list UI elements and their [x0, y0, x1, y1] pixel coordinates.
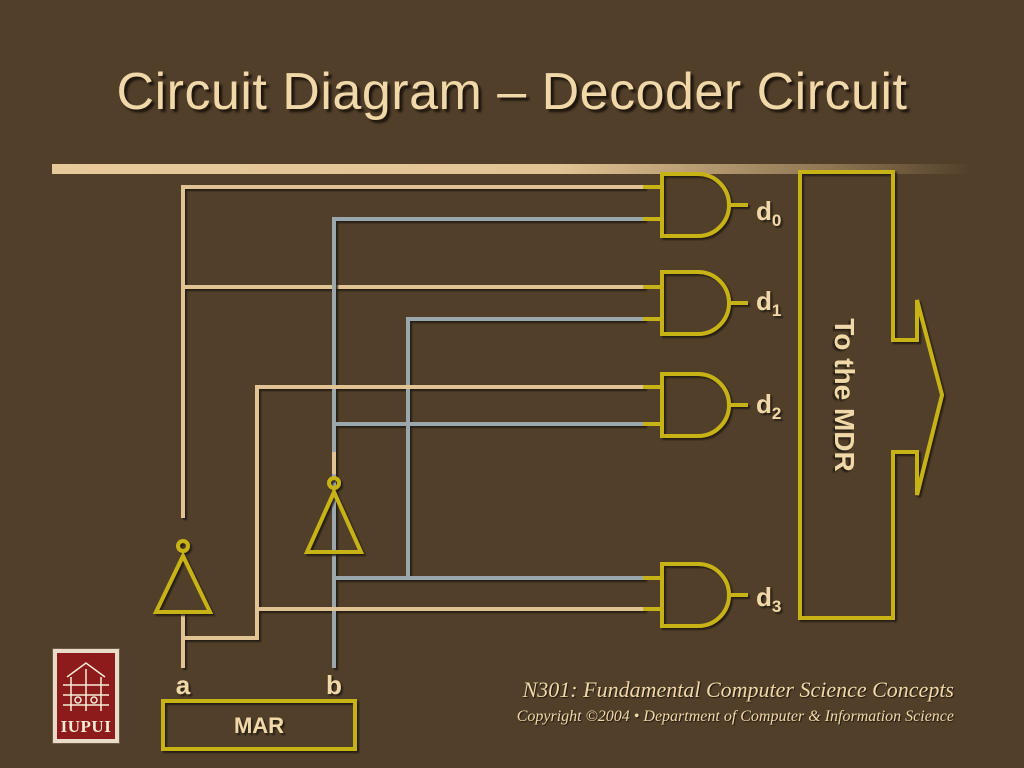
not-gate-a: [152, 539, 214, 614]
mar-register-box: [161, 699, 357, 751]
iupui-logo: IUPUI: [52, 648, 120, 744]
input-label-a: a: [176, 670, 191, 700]
output-label-d2: d2: [756, 389, 781, 423]
output-label-d3: d3: [756, 582, 781, 616]
gate-input-pins: [643, 185, 662, 611]
and-gate-d3: [660, 562, 731, 628]
slide-title: Circuit Diagram – Decoder Circuit: [116, 63, 908, 121]
gate-output-wires: [729, 203, 748, 597]
title-rule: [52, 164, 972, 174]
mdr-bus-arrow: [798, 170, 945, 620]
and-gate-d0: [660, 172, 731, 238]
wires-input-a: [181, 185, 645, 668]
and-gate-d1: [660, 270, 731, 336]
wire-b-inverted: [332, 317, 645, 580]
mdr-label: To the MDR: [829, 318, 860, 471]
wire-b-direct: [332, 217, 645, 668]
mar-label: MAR: [234, 713, 284, 738]
footer-course: N301: Fundamental Computer Science Conce…: [522, 677, 954, 702]
wires-input-b: [332, 217, 645, 668]
footer-copyright: Copyright ©2004 • Department of Computer…: [516, 708, 954, 725]
campus-building-icon: [63, 662, 109, 711]
wire-a-to-d0-d1: [181, 185, 645, 518]
and-gate-d2: [660, 372, 731, 438]
output-label-d1: d1: [756, 286, 781, 320]
logo-text: IUPUI: [60, 717, 112, 736]
input-label-b: b: [326, 670, 342, 700]
not-gate-b: [303, 476, 365, 554]
output-label-d0: d0: [756, 196, 781, 230]
